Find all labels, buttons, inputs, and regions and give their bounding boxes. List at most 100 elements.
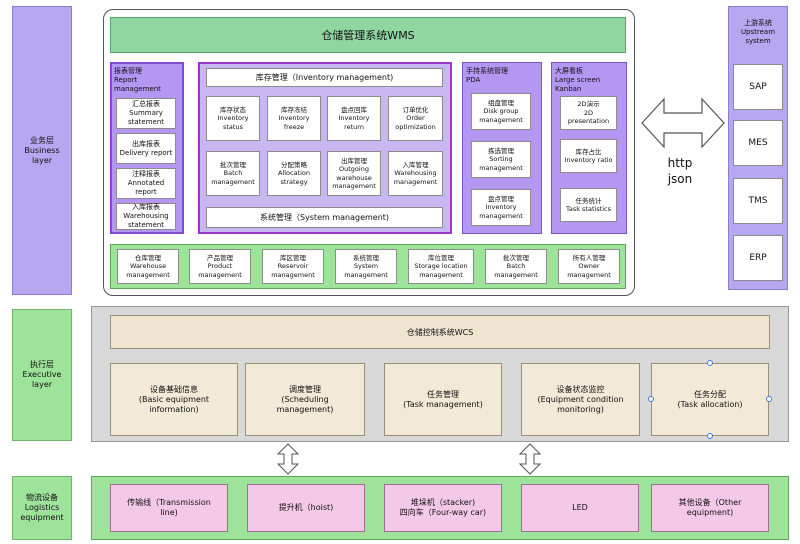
bottom-item-storage-location[interactable]: 库位管理 Storage location management bbox=[408, 249, 474, 284]
item-line: Warehouse bbox=[129, 262, 167, 271]
pda-item-sorting[interactable]: 拣选管理 Sorting management bbox=[471, 141, 531, 178]
upstream-item-mes[interactable]: MES bbox=[733, 120, 783, 166]
logistics-layer-label: 物流设备 Logistics equipment bbox=[12, 476, 72, 540]
item-line: Batch bbox=[223, 169, 243, 178]
inventory-item-status[interactable]: 库存状态 Inventory status bbox=[206, 96, 260, 141]
item-line: Inventory bbox=[485, 203, 517, 212]
kanban-title-line: Large screen bbox=[555, 76, 601, 84]
item-line: Warehousing bbox=[123, 212, 169, 220]
item-line: Reservoir bbox=[277, 262, 309, 271]
box-line: 任务管理 bbox=[427, 389, 459, 399]
item-line: 汇总报表 bbox=[132, 100, 160, 108]
report-item-annotated[interactable]: 注释报表 Annotated report bbox=[116, 168, 176, 199]
inventory-item-batch[interactable]: 批次管理 Batch management bbox=[206, 151, 260, 196]
wcs-box-basic-info[interactable]: 设备基础信息 (Basic equipment information) bbox=[110, 363, 238, 436]
inventory-item-allocation[interactable]: 分配策略 Allocation strategy bbox=[267, 151, 321, 196]
inventory-item-freeze[interactable]: 库存冻结 Inventory freeze bbox=[267, 96, 321, 141]
pda-title-line: 手持系统管理 bbox=[466, 67, 508, 75]
wms-title: 仓储管理系统WMS bbox=[110, 17, 626, 53]
inventory-item-warehousing[interactable]: 入库管理 Warehousing management bbox=[388, 151, 443, 196]
upstream-item-sap[interactable]: SAP bbox=[733, 64, 783, 110]
item-line: Inventory bbox=[278, 114, 310, 123]
upstream-title-line: system bbox=[745, 36, 771, 45]
bottom-item-warehouse[interactable]: 仓库管理 Warehouse management bbox=[117, 249, 179, 284]
kanban-title-line: 大屏看板 bbox=[555, 67, 583, 75]
inventory-panel bbox=[198, 62, 452, 234]
upstream-item-erp[interactable]: ERP bbox=[733, 235, 783, 281]
kanban-item-2d[interactable]: 2D演示 2D presentation bbox=[560, 96, 617, 130]
box-line: 设备状态监控 bbox=[556, 384, 605, 394]
kanban-item-task-stats[interactable]: 任务统计 Task statistics bbox=[560, 188, 617, 222]
pda-item-inventory[interactable]: 盘点管理 Inventory management bbox=[471, 189, 531, 226]
executive-layer-label: 执行层 Executive layer bbox=[12, 309, 72, 441]
pda-title-line: PDA bbox=[466, 76, 481, 84]
inventory-item-order-optimization[interactable]: 订单优化 Order optimization bbox=[388, 96, 443, 141]
resize-handle-bottom[interactable] bbox=[707, 433, 713, 439]
equipment-stacker[interactable]: 堆垛机（stacker) 四向车（Four-way car) bbox=[384, 484, 502, 532]
layer-label-line: Business bbox=[24, 145, 60, 155]
resize-handle-left[interactable] bbox=[648, 396, 654, 402]
item-line: Outgoing bbox=[339, 165, 369, 173]
equipment-hoist[interactable]: 提升机（hoist) bbox=[247, 484, 365, 532]
bottom-item-reservoir[interactable]: 库区管理 Reservoir management bbox=[262, 249, 324, 284]
protocol-line: http bbox=[667, 156, 693, 170]
inventory-item-outgoing[interactable]: 出库管理 Outgoing warehouse management bbox=[327, 151, 381, 196]
item-line: management bbox=[419, 270, 463, 279]
item-line: statement bbox=[127, 118, 165, 126]
item-line: statement bbox=[127, 221, 165, 229]
item-line: 盘点回库 bbox=[341, 105, 367, 114]
item-line: 拣选管理 bbox=[488, 146, 514, 155]
item-line: Annotated bbox=[127, 179, 165, 187]
item-line: 批次管理 bbox=[220, 160, 246, 169]
box-line: information) bbox=[149, 404, 199, 414]
bottom-item-system[interactable]: 系统管理 System management bbox=[335, 249, 397, 284]
protocol-label: http json bbox=[650, 153, 710, 189]
upstream-item-tms[interactable]: TMS bbox=[733, 178, 783, 224]
item-line: return bbox=[344, 122, 364, 131]
item-line: 任务统计 bbox=[575, 196, 602, 205]
item-line: 产品管理 bbox=[207, 253, 233, 262]
item-line: management bbox=[479, 115, 523, 124]
vertical-double-arrow-icon bbox=[277, 443, 299, 475]
kanban-item-inventory-ratio[interactable]: 库存占比 Inventory ratio bbox=[560, 139, 617, 173]
item-line: Inventory bbox=[338, 114, 370, 123]
wcs-box-task-management[interactable]: 任务管理 (Task management) bbox=[384, 363, 502, 436]
wcs-box-task-allocation[interactable]: 任务分配 (Task allocation) bbox=[651, 363, 769, 436]
bottom-item-product[interactable]: 产品管理 Product management bbox=[189, 249, 251, 284]
bottom-item-owner[interactable]: 所有人管理 Owner management bbox=[558, 249, 620, 284]
item-line: management bbox=[479, 211, 523, 220]
box-line: monitoring) bbox=[557, 404, 604, 414]
report-item-warehousing[interactable]: 入库报表 Warehousing statement bbox=[116, 203, 176, 230]
report-item-summary[interactable]: 汇总报表 Summary statement bbox=[116, 98, 176, 129]
equipment-transmission-line[interactable]: 传输线（Transmission line) bbox=[110, 484, 228, 532]
inventory-item-return[interactable]: 盘点回库 Inventory return bbox=[327, 96, 381, 141]
item-line: 入库报表 bbox=[132, 203, 160, 211]
system-management-bar[interactable]: 系统管理（System management) bbox=[206, 207, 443, 228]
item-line: management bbox=[393, 177, 438, 186]
item-line: presentation bbox=[567, 117, 610, 126]
equipment-other[interactable]: 其他设备（Other equipment) bbox=[651, 484, 769, 532]
upstream-title-line: Upstream bbox=[740, 27, 776, 36]
item-line: Inventory ratio bbox=[564, 156, 613, 164]
equipment-led[interactable]: LED bbox=[521, 484, 639, 532]
item-line: management bbox=[332, 182, 376, 190]
bottom-item-batch[interactable]: 批次管理 Batch management bbox=[485, 249, 547, 284]
box-line: 调度管理 bbox=[289, 384, 321, 394]
item-line: management bbox=[479, 163, 523, 172]
item-line: Delivery report bbox=[119, 148, 173, 157]
vertical-double-arrow-icon bbox=[519, 443, 541, 475]
item-line: Storage location bbox=[414, 262, 468, 271]
item-line: optimization bbox=[395, 122, 436, 131]
report-item-delivery[interactable]: 出库报表 Delivery report bbox=[116, 133, 176, 164]
box-line: (Task management) bbox=[403, 399, 483, 409]
wcs-box-equipment-monitoring[interactable]: 设备状态监控 (Equipment condition monitoring) bbox=[521, 363, 640, 436]
wcs-box-scheduling[interactable]: 调度管理 (Scheduling management) bbox=[245, 363, 365, 436]
item-line: status bbox=[223, 122, 243, 131]
box-line: 传输线（Transmission bbox=[127, 498, 211, 507]
layer-label-line: 业务层 bbox=[30, 135, 54, 145]
pda-item-disk-group[interactable]: 组盘管理 Disk group management bbox=[471, 93, 531, 130]
resize-handle-top[interactable] bbox=[707, 360, 713, 366]
resize-handle-right[interactable] bbox=[766, 396, 772, 402]
item-line: strategy bbox=[280, 177, 308, 186]
box-line: 其他设备（Other bbox=[678, 498, 742, 507]
